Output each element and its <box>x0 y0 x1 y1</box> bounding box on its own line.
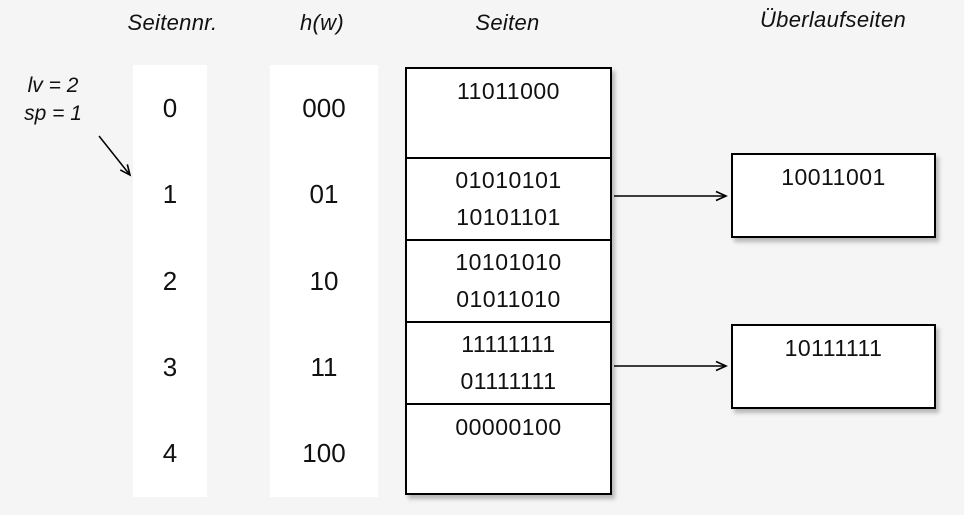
header-page-number: Seitennr. <box>127 10 218 35</box>
page-number-column: 0 1 2 3 4 <box>133 65 207 497</box>
overflow-entry: 10111111 <box>784 335 883 361</box>
level-value: lv = 2 <box>27 74 79 97</box>
page-cell-0: 11011000 <box>407 69 610 157</box>
overflow-entry: 10011001 <box>781 164 886 190</box>
page-number-0: 0 <box>162 92 178 123</box>
page-entry: 01111111 <box>460 368 557 394</box>
header-hash-function: h(w) <box>300 10 344 35</box>
header-pages: Seiten <box>475 10 540 35</box>
hash-value-2: 10 <box>309 265 339 296</box>
page-number-1: 1 <box>162 179 178 210</box>
page-number-4: 4 <box>162 438 178 469</box>
split-pointer-arrow <box>98 135 132 177</box>
page-cell-3: 11111111 01111111 <box>407 321 610 403</box>
hash-value-column: 000 01 10 11 100 <box>270 65 378 497</box>
header-overflow-pages: Überlaufseiten <box>759 7 907 32</box>
page-cell-4: 00000100 <box>407 403 610 493</box>
page-entry: 01010101 <box>455 167 562 193</box>
page-entry: 10101010 <box>455 249 562 275</box>
overflow-page-box-1: 10011001 <box>731 153 936 238</box>
state-annotation: lv = 2 sp = 1 <box>6 72 100 128</box>
hash-value-0: 000 <box>302 92 346 123</box>
page-entry: 10101101 <box>456 204 561 230</box>
page-entry: 11111111 <box>461 331 556 357</box>
page-cell-1: 01010101 10101101 <box>407 157 610 239</box>
page-entry: 01011010 <box>456 286 561 312</box>
page-cell-2: 10101010 01011010 <box>407 239 610 321</box>
page-number-2: 2 <box>162 265 178 296</box>
page-entry: 11011000 <box>457 78 560 104</box>
hash-value-4: 100 <box>302 438 346 469</box>
overflow-page-box-2: 10111111 <box>731 324 936 409</box>
page-entry: 00000100 <box>455 414 562 440</box>
pages-box: 11011000 01010101 10101101 10101010 0101… <box>405 67 612 495</box>
hash-value-3: 11 <box>310 351 338 382</box>
page-number-3: 3 <box>162 351 178 382</box>
hash-value-1: 01 <box>309 179 339 210</box>
split-pointer-value: sp = 1 <box>24 102 82 125</box>
